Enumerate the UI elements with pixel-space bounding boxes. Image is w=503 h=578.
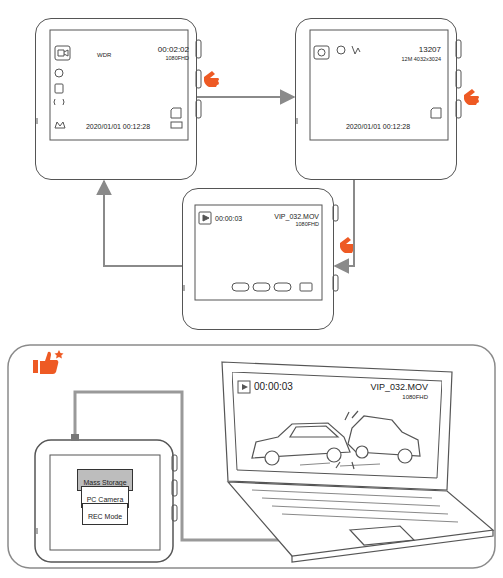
wheel (265, 451, 279, 465)
car-window (290, 426, 338, 437)
video-icon (55, 46, 70, 60)
gsensor-icon (55, 84, 63, 93)
press-hand (340, 237, 355, 253)
wheel (356, 446, 368, 458)
screen-frame (50, 455, 160, 550)
sd-icon (431, 108, 441, 118)
mode-arrow (197, 96, 294, 98)
parking-icon (55, 122, 65, 128)
screen-text: WDR (97, 52, 111, 58)
camera-screen: 00:00:03 VIP_032.MOV 1080FHD (182, 188, 334, 330)
laptop-edge (292, 530, 493, 562)
laptop-base (228, 482, 493, 556)
touchpad (350, 526, 414, 545)
mode-arrow (104, 181, 182, 266)
photo-icon (314, 46, 329, 59)
menu-label: REC Mode (88, 513, 122, 520)
wheel (398, 449, 412, 463)
screen-text: 00:00:03 (254, 382, 293, 392)
laptop-lid (222, 362, 452, 490)
screen-text: 13207 (419, 46, 441, 54)
play-icon (203, 215, 209, 221)
screen-frame (310, 30, 448, 140)
mic-icon (54, 99, 64, 105)
screen-text: VIP_032.MOV (370, 383, 428, 392)
usb-plug (71, 434, 79, 441)
control-button (274, 283, 291, 291)
crash-lines (336, 411, 358, 469)
control-button (253, 283, 270, 291)
press-hand (464, 89, 479, 105)
device-housing (35, 440, 173, 562)
sd-icon (171, 108, 181, 118)
screen-text: 2020/01/01 00:12:28 (86, 123, 150, 130)
led (37, 118, 38, 124)
screen-text: 1080FHD (295, 222, 319, 228)
screen-text: 00:00:03 (215, 215, 242, 222)
menu-label: Mass Storage (83, 479, 126, 486)
thumbs-up-icon (33, 350, 64, 374)
burst-icon (352, 46, 360, 54)
laptop-screen: 00:00:03 VIP_032.MOV 1080FHD (232, 372, 442, 480)
screen-frame (195, 205, 322, 300)
led (297, 118, 298, 124)
screen-text: 12M 4032x3024 (402, 57, 441, 63)
camera-button (300, 283, 312, 291)
screen-text: 2020/01/01 00:12:28 (346, 123, 410, 130)
menu-label: PC Camera (87, 496, 124, 503)
keyboard-row (252, 490, 458, 522)
menu-option: REC Mode (82, 503, 128, 525)
side-button (172, 480, 177, 496)
led (184, 285, 185, 291)
play-icon (199, 212, 211, 224)
screen-text: 1080FHD (165, 56, 189, 62)
side-button (172, 505, 177, 521)
ground-line (300, 463, 380, 466)
wheel (327, 448, 341, 462)
side-button (172, 455, 177, 471)
battery-icon (171, 122, 182, 128)
loop-icon (55, 69, 63, 77)
photo-icon (318, 49, 325, 56)
screen-text: VIP_032.MOV (274, 213, 319, 220)
led (37, 528, 38, 534)
press-hand (204, 71, 219, 87)
camera-screen: 13207 12M 4032x3024 2020/01/01 00:12:28 (295, 18, 457, 180)
video-icon (58, 50, 68, 56)
camera-screen: WDR 00:02:02 1080FHD 2020/01/01 00:12:28 (35, 18, 197, 180)
mode-arrow (335, 180, 354, 266)
screen-text: 1080FHD (402, 394, 428, 400)
timer-icon (337, 46, 345, 54)
screen-frame (50, 30, 188, 140)
tip-panel (8, 345, 495, 568)
screen-text: 00:02:02 (158, 46, 189, 54)
control-button (232, 283, 249, 291)
